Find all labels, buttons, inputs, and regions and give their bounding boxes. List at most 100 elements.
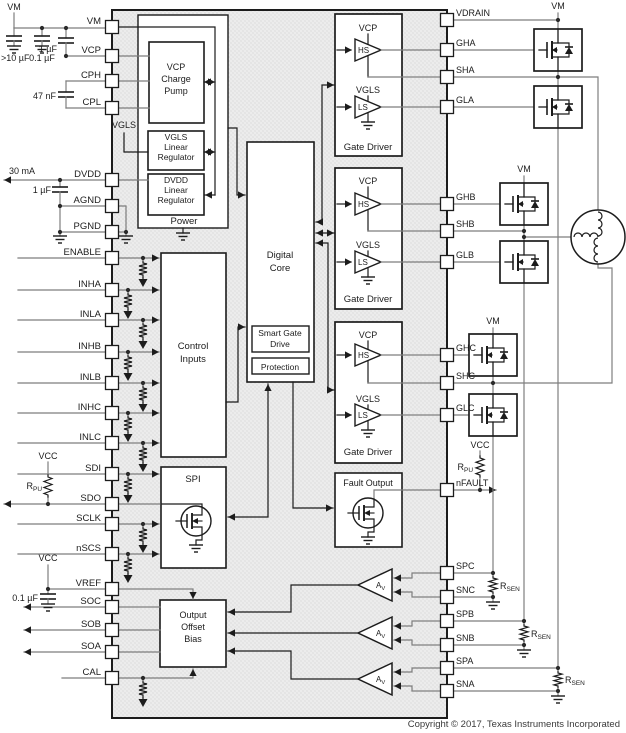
- pin-ENABLE: ENABLE: [64, 247, 120, 266]
- svg-text:CPL: CPL: [83, 97, 101, 108]
- capacitor: >10 µF: [1, 27, 30, 63]
- open-drain-mosfet: [347, 497, 384, 545]
- pin-INLA: INLA: [80, 309, 120, 328]
- svg-text:SPB: SPB: [456, 609, 474, 619]
- pin-GHC: GHC: [439, 343, 477, 363]
- svg-text:nSCS: nSCS: [76, 543, 101, 554]
- svg-text:VCP: VCP: [81, 45, 101, 56]
- pin-GLB: GLB: [439, 250, 474, 270]
- block-gate-driver-b: [334, 167, 403, 310]
- svg-text:RSEN: RSEN: [531, 629, 551, 641]
- junction-dots: [39, 17, 561, 694]
- pin-CPL: CPL: [83, 97, 120, 116]
- svg-text:SHA: SHA: [456, 65, 475, 75]
- pin-INLC: INLC: [79, 432, 120, 451]
- svg-text:SHC: SHC: [456, 371, 476, 381]
- svg-text:30 mA: 30 mA: [9, 166, 35, 176]
- pin-SPB: SPB: [439, 609, 474, 629]
- svg-text:VM: VM: [7, 2, 21, 12]
- capacitor: 47 nF: [33, 80, 74, 109]
- svg-text:Smart Gate: Smart Gate: [258, 328, 302, 338]
- svg-text:GHC: GHC: [456, 343, 477, 353]
- resistor: [123, 556, 133, 583]
- svg-text:VGLS: VGLS: [112, 120, 136, 130]
- svg-text:VCP: VCP: [359, 23, 378, 33]
- svg-text:AV: AV: [376, 629, 385, 640]
- svg-text:SNA: SNA: [456, 679, 475, 689]
- resistor: RSEN: [486, 575, 520, 595]
- motor: [570, 209, 626, 265]
- pin-DVDD: DVDD: [74, 169, 120, 188]
- svg-text:VM: VM: [517, 164, 531, 174]
- pin-VDRAIN: VDRAIN: [439, 8, 490, 28]
- capacitor: 0.1 µF: [29, 27, 55, 63]
- pin-SOB: SOB: [81, 619, 120, 638]
- svg-text:VGLS: VGLS: [356, 240, 380, 250]
- svg-text:GLC: GLC: [456, 403, 475, 413]
- svg-text:Core: Core: [270, 263, 291, 274]
- svg-text:RPU: RPU: [27, 481, 43, 493]
- svg-text:INLC: INLC: [79, 432, 101, 443]
- svg-text:Output: Output: [179, 610, 207, 620]
- power-mosfet: [499, 240, 549, 284]
- svg-text:Protection: Protection: [261, 362, 300, 372]
- current-sense-amplifier: AV: [356, 661, 393, 697]
- svg-text:HS: HS: [358, 351, 369, 360]
- pin-VCP: VCP: [81, 45, 120, 64]
- svg-text:HS: HS: [358, 200, 369, 209]
- svg-text:Gate Driver: Gate Driver: [344, 447, 393, 458]
- grounds: [119, 232, 565, 704]
- pin-SHB: SHB: [439, 219, 475, 239]
- resistor: [123, 292, 133, 319]
- svg-text:SPC: SPC: [456, 561, 475, 571]
- svg-text:Bias: Bias: [184, 634, 202, 644]
- resistor: RSEN: [517, 623, 551, 643]
- svg-text:INHA: INHA: [78, 279, 101, 290]
- svg-text:VM: VM: [486, 316, 500, 326]
- svg-text:Gate Driver: Gate Driver: [344, 294, 393, 305]
- svg-text:SCLK: SCLK: [76, 513, 101, 524]
- pin-SNA: SNA: [439, 679, 475, 699]
- pin-SOA: SOA: [81, 641, 120, 660]
- svg-text:GLA: GLA: [456, 95, 474, 105]
- pin-CAL: CAL: [83, 667, 120, 686]
- power-mosfet: [468, 393, 518, 437]
- svg-text:Linear: Linear: [164, 142, 188, 152]
- resistor: RPU: [458, 455, 486, 478]
- svg-text:Pump: Pump: [164, 86, 188, 96]
- svg-text:VCC: VCC: [38, 451, 58, 461]
- svg-text:VCC: VCC: [38, 553, 58, 563]
- pin-SHA: SHA: [439, 65, 475, 85]
- pin-SNB: SNB: [439, 633, 475, 653]
- capacitor: 1 µF: [33, 179, 68, 244]
- pin-nFAULT: nFAULT: [439, 478, 489, 498]
- svg-text:Regulator: Regulator: [158, 195, 195, 205]
- resistor: [138, 526, 148, 553]
- pin-SDO: SDO: [80, 493, 120, 512]
- wires: [3, 12, 613, 697]
- resistor: [138, 385, 148, 412]
- pin-SPA: SPA: [439, 656, 473, 676]
- pin-INHC: INHC: [78, 402, 120, 421]
- svg-text:SDI: SDI: [85, 463, 101, 474]
- pin-VM: VM: [87, 16, 120, 35]
- pin-GHB: GHB: [439, 192, 476, 212]
- svg-text:Inputs: Inputs: [180, 354, 206, 365]
- svg-text:nFAULT: nFAULT: [456, 478, 489, 488]
- power-mosfet: [468, 333, 518, 377]
- svg-text:SNC: SNC: [456, 585, 476, 595]
- svg-text:INLB: INLB: [80, 372, 101, 383]
- svg-text:PGND: PGND: [74, 221, 102, 232]
- svg-text:AV: AV: [376, 581, 385, 592]
- svg-text:LS: LS: [358, 411, 368, 420]
- svg-text:GHA: GHA: [456, 38, 476, 48]
- block-protection: Protection: [251, 357, 310, 375]
- capacitor: 1 µF: [39, 27, 74, 57]
- svg-text:VM: VM: [87, 16, 101, 27]
- resistor: [138, 260, 148, 287]
- pin-SOC: SOC: [80, 596, 120, 615]
